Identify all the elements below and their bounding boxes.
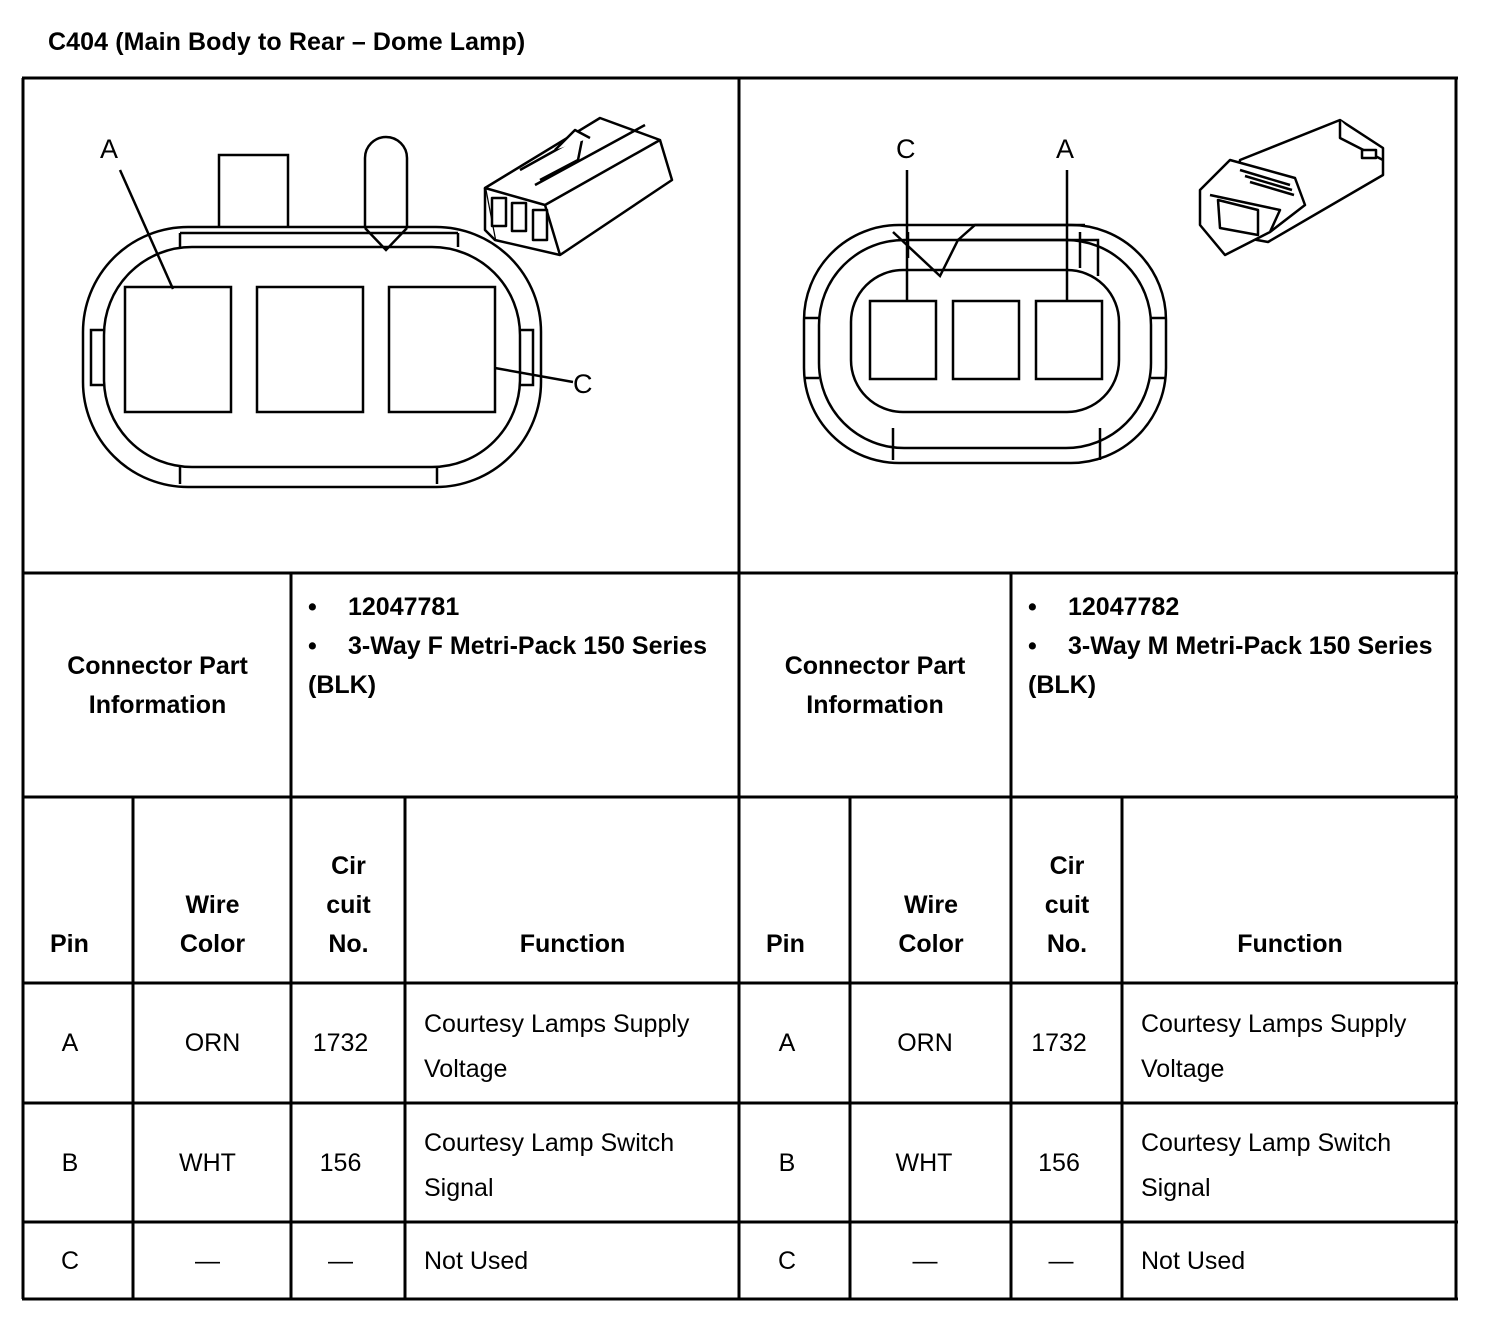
left-row-c-function: Not Used: [424, 1246, 529, 1275]
left-row-b-wire-color: WHT: [179, 1148, 236, 1177]
right-header-function: Function: [1237, 930, 1343, 958]
left-cavity-c: [387, 285, 497, 414]
right-pin-label-a: A: [1056, 134, 1075, 164]
left-part-description: 3-Way F Metri-Pack 150 Series (BLK): [308, 632, 707, 699]
right-part-number: 12047782: [1068, 593, 1180, 621]
right-row-b-pin: B: [778, 1148, 796, 1177]
left-row-c-circuit: —: [328, 1246, 353, 1275]
left-header-function: Function: [519, 930, 626, 958]
left-row-c-pin: C: [60, 1246, 80, 1275]
right-header-circuit-no: Cir cuit No.: [1044, 852, 1090, 958]
left-row-a-pin: A: [61, 1029, 79, 1057]
right-row-b-wire-color: WHT: [895, 1148, 953, 1177]
left-row-a-wire-color: ORN: [184, 1029, 241, 1057]
left-connector-part-label: Connector Part Information: [67, 651, 248, 719]
right-cavity-a: [1034, 299, 1104, 381]
page-title: C404 (Main Body to Rear – Dome Lamp): [48, 28, 526, 56]
right-header-wire-color: Wire Color: [898, 891, 964, 958]
left-cavity-a: [123, 285, 233, 414]
left-row-b-function: Courtesy Lamp Switch Signal: [424, 1129, 675, 1202]
left-row-a-circuit: 1732: [312, 1029, 369, 1057]
right-row-b-circuit: 156: [1038, 1148, 1080, 1177]
right-row-b-function: Courtesy Lamp Switch Signal: [1141, 1129, 1392, 1202]
right-row-c-pin: C: [777, 1246, 797, 1275]
right-header-pin: Pin: [766, 930, 805, 958]
left-header-wire-color: Wire Color: [179, 891, 246, 958]
right-row-a-pin: A: [778, 1029, 796, 1057]
right-row-c-wire-color: —: [912, 1246, 938, 1275]
left-row-c-wire-color: —: [195, 1246, 220, 1275]
left-header-pin: Pin: [50, 930, 89, 958]
right-row-c-function: Not Used: [1141, 1246, 1246, 1275]
right-row-a-wire-color: ORN: [897, 1029, 953, 1057]
right-cavity-c: [868, 299, 938, 381]
right-part-description: 3-Way M Metri-Pack 150 Series (BLK): [1028, 632, 1433, 699]
left-cavity-b: [255, 285, 365, 414]
right-pin-label-c: C: [896, 134, 916, 164]
right-row-a-function: Courtesy Lamps Supply Voltage: [1141, 1010, 1407, 1083]
right-row-a-circuit: 1732: [1031, 1029, 1087, 1057]
left-part-number: 12047781: [348, 593, 460, 621]
left-header-circuit-no: Cir cuit No.: [326, 852, 371, 958]
right-cavity-b: [951, 299, 1021, 381]
right-part-info: •12047782 •3-Way M Metri-Pack 150 Series…: [1028, 593, 1433, 699]
right-connector-part-label: Connector Part Information: [784, 651, 966, 719]
left-part-info: •12047781 •3-Way F Metri-Pack 150 Series…: [308, 593, 707, 699]
left-row-a-function: Courtesy Lamps Supply Voltage: [424, 1010, 690, 1083]
left-pin-label-c: C: [573, 369, 593, 399]
right-row-c-circuit: —: [1048, 1246, 1074, 1275]
left-pin-label-a: A: [100, 134, 119, 164]
left-row-b-pin: B: [61, 1148, 79, 1177]
left-row-b-circuit: 156: [319, 1148, 362, 1177]
